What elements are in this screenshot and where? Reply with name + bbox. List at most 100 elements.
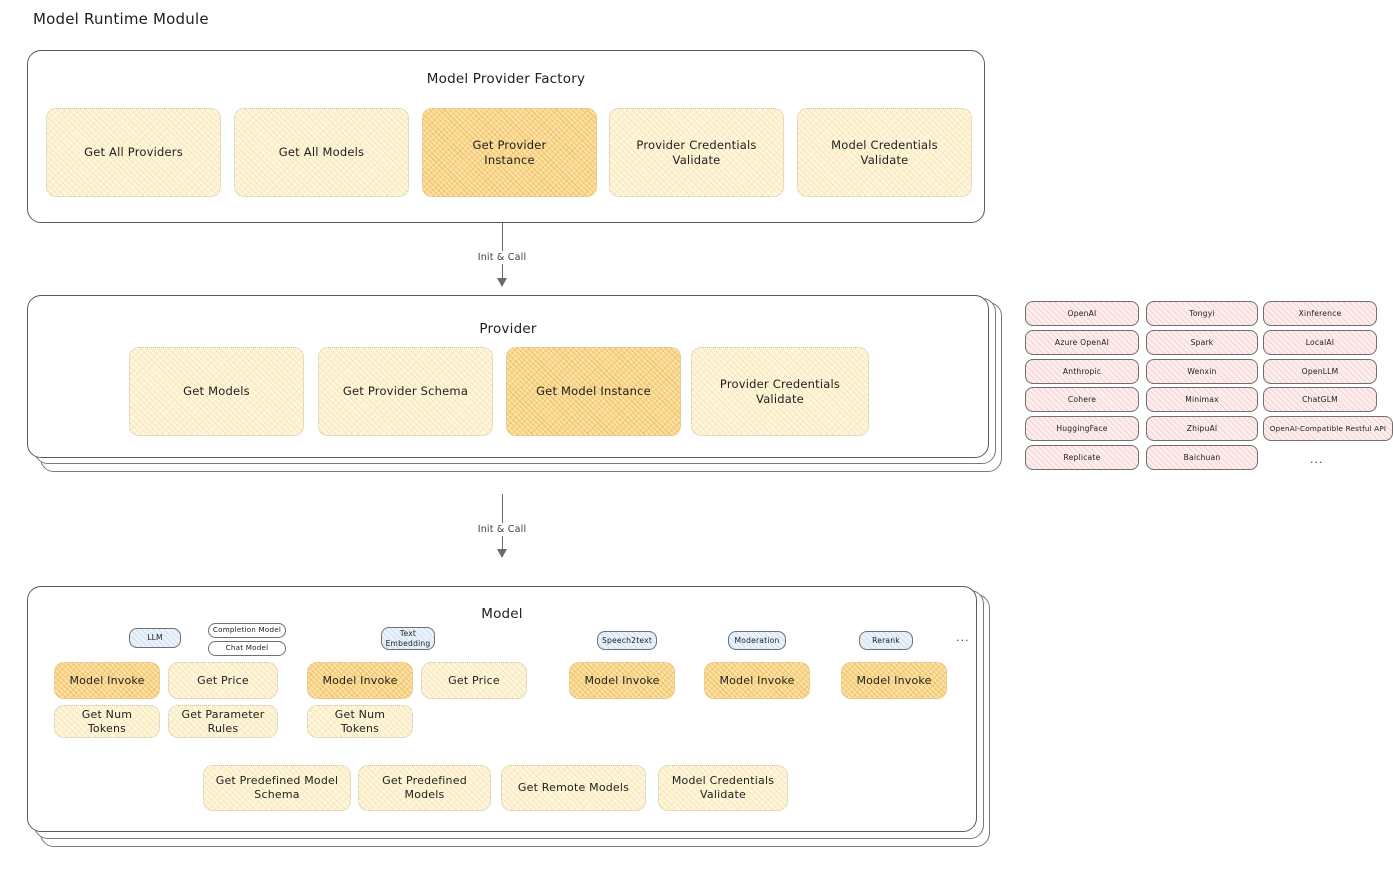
provider-chip-label: Replicate (1063, 453, 1101, 462)
provider-chip-1-4[interactable]: ZhipuAI (1146, 416, 1258, 442)
model-type-card-0-1[interactable]: Get Price (168, 662, 278, 699)
provider-chip-0-2[interactable]: Anthropic (1025, 358, 1139, 384)
factory-card-1[interactable]: Get All Models (234, 108, 409, 197)
model-type-card-label: Get Price (448, 673, 500, 687)
model-type-card-1-1[interactable]: Get Price (421, 662, 527, 699)
arrow-head-icon (497, 549, 507, 558)
model-bottom-card-label: Get Remote Models (517, 781, 630, 795)
factory-card-0[interactable]: Get All Providers (46, 108, 221, 197)
provider-chip-1-0[interactable]: Tongyi (1146, 301, 1258, 326)
model-type-badge-label: Rerank (872, 635, 900, 645)
provider-chip-label: Azure OpenAI (1054, 337, 1110, 347)
provider-chip-label: Xinference (1298, 309, 1342, 318)
provider-chip-label: Baichuan (1183, 453, 1221, 462)
model-type-card-2-0[interactable]: Model Invoke (569, 662, 675, 699)
provider-card-0[interactable]: Get Models (129, 347, 304, 436)
provider-chip-2-3[interactable]: ChatGLM (1263, 387, 1377, 413)
model-type-badge-4[interactable]: Rerank (859, 631, 913, 650)
provider-chip-2-2[interactable]: OpenLLM (1263, 358, 1377, 384)
provider-card-1[interactable]: Get Provider Schema (318, 347, 493, 436)
model-type-card-0-2[interactable]: Get Num Tokens (54, 705, 160, 738)
provider-chip-label: LocalAI (1305, 337, 1335, 347)
provider-chip-label: OpenAI-Compatible Restful API (1269, 424, 1387, 434)
model-type-card-4-0[interactable]: Model Invoke (841, 662, 947, 699)
provider-card-label: Get Models (183, 384, 250, 399)
model-type-card-label: Model Invoke (584, 673, 660, 687)
model-title: Model (481, 606, 523, 622)
model-type-card-3-0[interactable]: Model Invoke (704, 662, 810, 699)
model-type-badge-0[interactable]: LLM (129, 628, 181, 648)
provider-chip-label: Minimax (1185, 395, 1219, 405)
model-type-card-1-0[interactable]: Model Invoke (307, 662, 413, 699)
factory-card-label: Get All Providers (84, 145, 183, 160)
provider-chip-2-0[interactable]: Xinference (1263, 301, 1377, 326)
model-type-card-0-0[interactable]: Model Invoke (54, 662, 160, 699)
provider-card-label: Get Provider Schema (342, 384, 469, 399)
model-type-card-label: Get Num Tokens (334, 707, 386, 735)
model-type-card-1-2[interactable]: Get Num Tokens (307, 705, 413, 738)
provider-chip-label: OpenAI (1067, 309, 1097, 318)
model-type-card-label: Model Invoke (719, 673, 795, 687)
model-type-badge-label: Moderation (734, 635, 780, 645)
model-type-card-label: Model Invoke (856, 673, 932, 687)
provider-chip-1-3[interactable]: Minimax (1146, 387, 1258, 413)
model-type-card-label: Get Num Tokens (81, 707, 133, 735)
provider-chip-label: Tongyi (1189, 309, 1215, 318)
provider-chip-0-0[interactable]: OpenAI (1025, 301, 1139, 326)
provider-chip-label: Spark (1190, 337, 1214, 347)
model-sub-badge-label: Chat Model (225, 643, 269, 653)
provider-chip-label: ZhipuAI (1186, 424, 1218, 434)
model-provider-factory-title: Model Provider Factory (426, 71, 586, 87)
model-sub-badge-0-0[interactable]: Completion Model (208, 623, 286, 638)
provider-chip-1-1[interactable]: Spark (1146, 329, 1258, 355)
provider-container: Provider Get Models Get Provider Schema Ge… (27, 295, 989, 458)
page-title: Model Runtime Module (33, 10, 209, 28)
provider-chip-label: ChatGLM (1302, 395, 1338, 405)
model-bottom-card-2[interactable]: Get Remote Models (501, 765, 646, 811)
provider-chip-0-5[interactable]: Replicate (1025, 445, 1139, 470)
model-type-badge-label: Speech2text (602, 635, 652, 645)
provider-chip-2-4[interactable]: OpenAI-Compatible Restful API (1263, 416, 1393, 442)
provider-card-2[interactable]: Get Model Instance (506, 347, 681, 436)
model-type-badge-3[interactable]: Moderation (728, 631, 786, 650)
model-types-more-ellipsis: ... (956, 631, 970, 644)
provider-chip-0-4[interactable]: HuggingFace (1025, 416, 1139, 442)
provider-chip-1-5[interactable]: Baichuan (1146, 445, 1258, 470)
model-type-badge-2[interactable]: Speech2text (597, 631, 657, 650)
arrow-label-init-call-2: Init & Call (473, 523, 531, 536)
model-sub-badge-0-1[interactable]: Chat Model (208, 641, 286, 656)
model-type-card-label: Model Invoke (322, 673, 398, 687)
provider-list-more-ellipsis: ... (1310, 453, 1324, 466)
provider-chip-0-1[interactable]: Azure OpenAI (1025, 329, 1139, 355)
factory-card-label: Get All Models (278, 145, 365, 160)
provider-chip-label: OpenLLM (1301, 366, 1339, 376)
provider-chip-label: Wenxin (1187, 366, 1217, 376)
provider-title: Provider (479, 321, 537, 337)
provider-chip-label: HuggingFace (1056, 424, 1108, 434)
model-type-card-label: Get Price (197, 673, 249, 687)
model-sub-badge-label: Completion Model (212, 625, 282, 635)
provider-chip-1-2[interactable]: Wenxin (1146, 358, 1258, 384)
provider-chip-0-3[interactable]: Cohere (1025, 387, 1139, 413)
provider-chip-label: Anthropic (1062, 366, 1102, 376)
arrow-label-init-call-1: Init & Call (473, 251, 531, 264)
provider-chip-2-1[interactable]: LocalAI (1263, 329, 1377, 355)
